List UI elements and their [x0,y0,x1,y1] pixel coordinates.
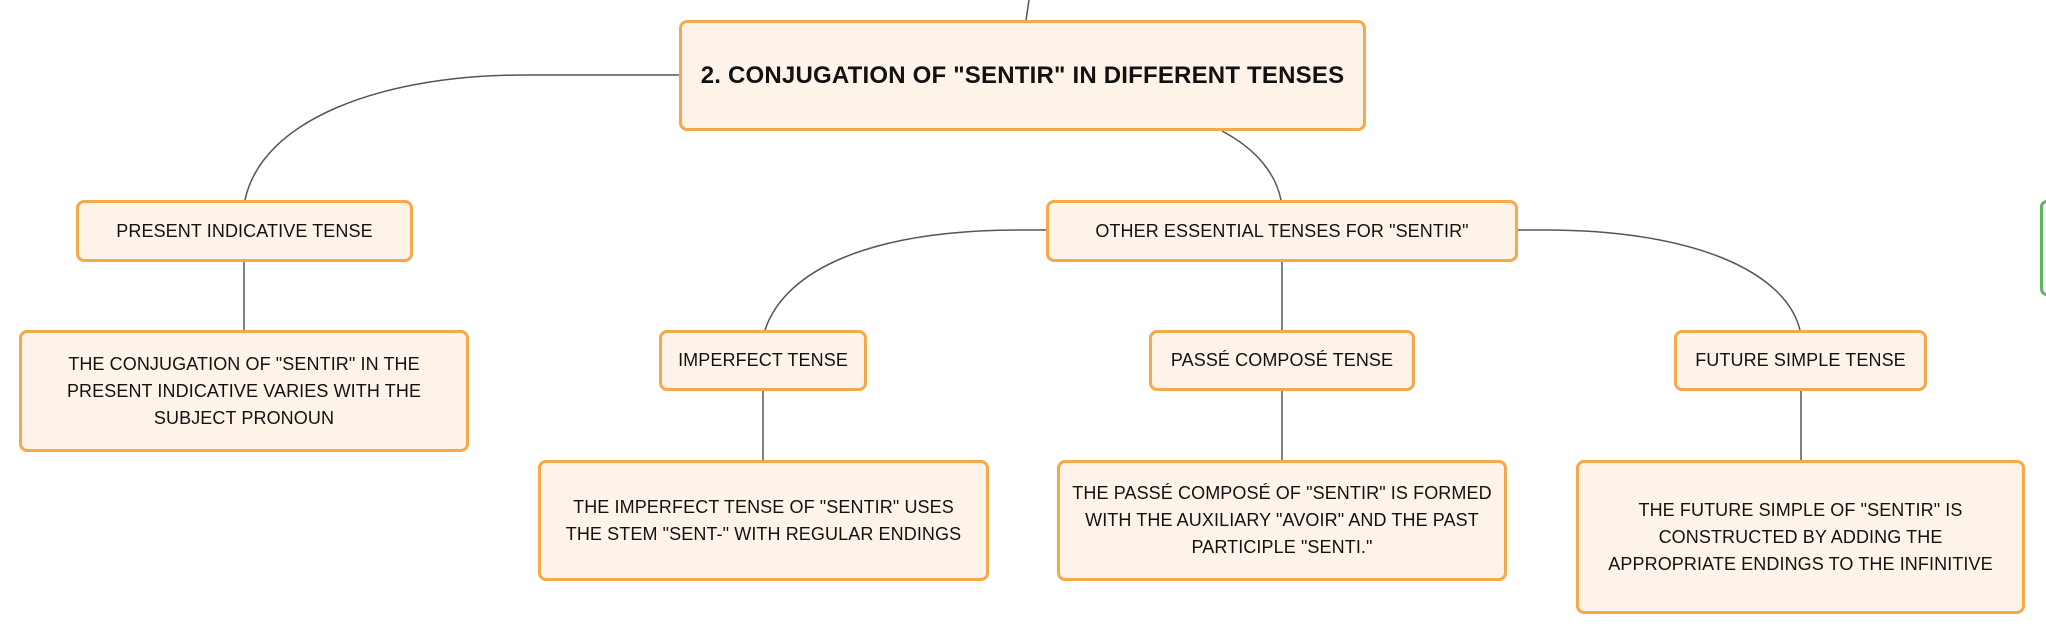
connector-root-to-other [1221,130,1282,201]
future-simple-tense-label: FUTURE SIMPLE TENSE [1695,350,1906,370]
passe-compose-detail-node[interactable]: THE PASSÉ COMPOSÉ OF "SENTIR" IS FORMED … [1057,460,1507,581]
other-tenses-label: OTHER ESSENTIAL TENSES FOR "SENTIR" [1095,220,1469,241]
future-simple-detail-text: THE FUTURE SIMPLE OF "SENTIR" IS CONSTRU… [1608,499,1993,574]
root-topic-node[interactable]: 2. CONJUGATION OF "SENTIR" IN DIFFERENT … [679,20,1366,131]
imperfect-tense-label: IMPERFECT TENSE [678,350,848,370]
present-indicative-detail-text: THE CONJUGATION OF "SENTIR" IN THE PRESE… [66,353,422,428]
connector-other-to-imperfect [764,229,1046,331]
future-simple-tense-node[interactable]: FUTURE SIMPLE TENSE [1674,330,1927,391]
imperfect-tense-node[interactable]: IMPERFECT TENSE [659,330,867,391]
passe-compose-tense-label: PASSÉ COMPOSÉ TENSE [1170,350,1394,370]
connector-other-to-future [1518,229,1801,331]
passe-compose-tense-node[interactable]: PASSÉ COMPOSÉ TENSE [1149,330,1415,391]
future-simple-detail-node[interactable]: THE FUTURE SIMPLE OF "SENTIR" IS CONSTRU… [1576,460,2025,614]
present-indicative-detail-node[interactable]: THE CONJUGATION OF "SENTIR" IN THE PRESE… [19,330,469,452]
present-indicative-label: PRESENT INDICATIVE TENSE [116,220,373,241]
side-panel-tab[interactable] [2040,200,2046,296]
connector-root-to-present [244,74,679,201]
root-topic-label: 2. CONJUGATION OF "SENTIR" IN DIFFERENT … [700,62,1345,89]
imperfect-tense-detail-node[interactable]: THE IMPERFECT TENSE OF "SENTIR" USES THE… [538,460,989,581]
connector-parent-to-root [1025,0,1030,21]
imperfect-tense-detail-text: THE IMPERFECT TENSE OF "SENTIR" USES THE… [565,496,962,544]
other-tenses-node[interactable]: OTHER ESSENTIAL TENSES FOR "SENTIR" [1046,200,1518,262]
present-indicative-node[interactable]: PRESENT INDICATIVE TENSE [76,200,413,262]
passe-compose-detail-text: THE PASSÉ COMPOSÉ OF "SENTIR" IS FORMED … [1072,483,1492,557]
